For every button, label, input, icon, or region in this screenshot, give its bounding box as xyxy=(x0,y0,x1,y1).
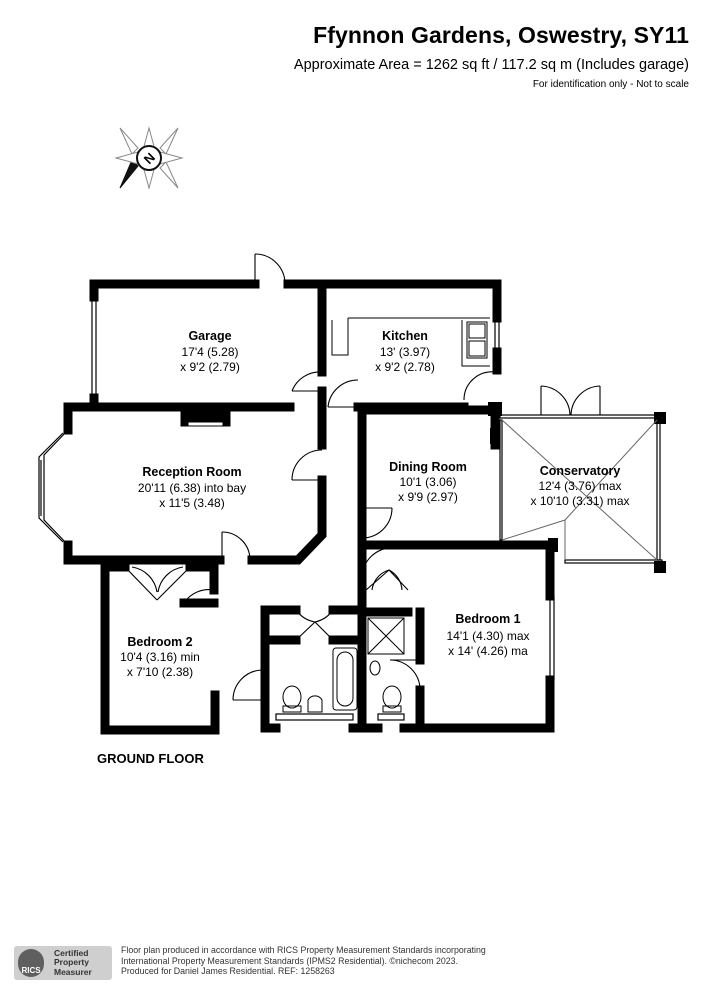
room-name-reception: Reception Room xyxy=(142,465,241,479)
conservatory-roof-lines xyxy=(501,419,658,561)
room-dim-bedroom-1-2: x 14' (4.26) ma xyxy=(448,644,528,658)
room-dim-bedroom-2-1: 10'4 (3.16) min xyxy=(120,650,200,664)
room-dim-conservatory-2: x 10'10 (3.31) max xyxy=(530,494,629,508)
footer-line-2: International Property Measurement Stand… xyxy=(121,955,459,966)
room-dim-kitchen-1: 13' (3.97) xyxy=(380,345,430,359)
badge-line-2: Property xyxy=(54,957,89,968)
room-name-bedroom-2: Bedroom 2 xyxy=(127,635,192,649)
room-dim-reception-1: 20'11 (6.38) into bay xyxy=(138,481,246,495)
room-dim-garage-2: x 9'2 (2.79) xyxy=(180,360,240,374)
floor-label: GROUND FLOOR xyxy=(97,751,204,766)
badge-line-1: Certified xyxy=(54,948,89,958)
room-name-dining: Dining Room xyxy=(389,460,467,474)
room-name-bedroom-1: Bedroom 1 xyxy=(455,612,520,626)
doors xyxy=(124,253,601,701)
rics-badge-text: Certified Property Measurer xyxy=(54,948,92,977)
area-subtitle: Approximate Area = 1262 sq ft / 117.2 sq… xyxy=(293,57,689,73)
conservatory-posts xyxy=(488,402,666,573)
footer-notes: Floor plan produced in accordance with R… xyxy=(121,945,486,977)
room-dim-kitchen-2: x 9'2 (2.78) xyxy=(375,360,435,374)
compass-rose-icon: N xyxy=(114,126,184,190)
room-name-conservatory: Conservatory xyxy=(540,464,621,478)
room-dim-bedroom-2-2: x 7'10 (2.38) xyxy=(127,665,193,679)
room-dim-conservatory-1: 12'4 (3.76) max xyxy=(539,479,622,493)
page-title: Ffynnon Gardens, Oswestry, SY11 xyxy=(313,22,689,48)
footer-line-1: Floor plan produced in accordance with R… xyxy=(121,945,486,955)
room-name-kitchen: Kitchen xyxy=(382,329,428,343)
room-dim-dining-1: 10'1 (3.06) xyxy=(400,475,457,489)
room-name-garage: Garage xyxy=(188,329,231,343)
rics-logo-text: RICS xyxy=(21,966,41,975)
walls xyxy=(63,279,555,735)
badge-line-3: Measurer xyxy=(54,966,92,977)
room-dim-garage-1: 17'4 (5.28) xyxy=(182,345,239,359)
fixtures xyxy=(180,317,490,713)
room-dim-dining-2: x 9'9 (2.97) xyxy=(398,490,458,504)
rics-badge: RICS Certified Property Measurer xyxy=(14,946,112,980)
room-dim-reception-2: x 11'5 (3.48) xyxy=(159,496,224,510)
rics-logo-icon: RICS xyxy=(18,949,44,977)
room-dim-bedroom-1-1: 14'1 (4.30) max xyxy=(447,629,530,643)
footer-line-3: Produced for Daniel James Residential. R… xyxy=(121,966,335,976)
scale-note: For identification only - Not to scale xyxy=(532,79,689,90)
